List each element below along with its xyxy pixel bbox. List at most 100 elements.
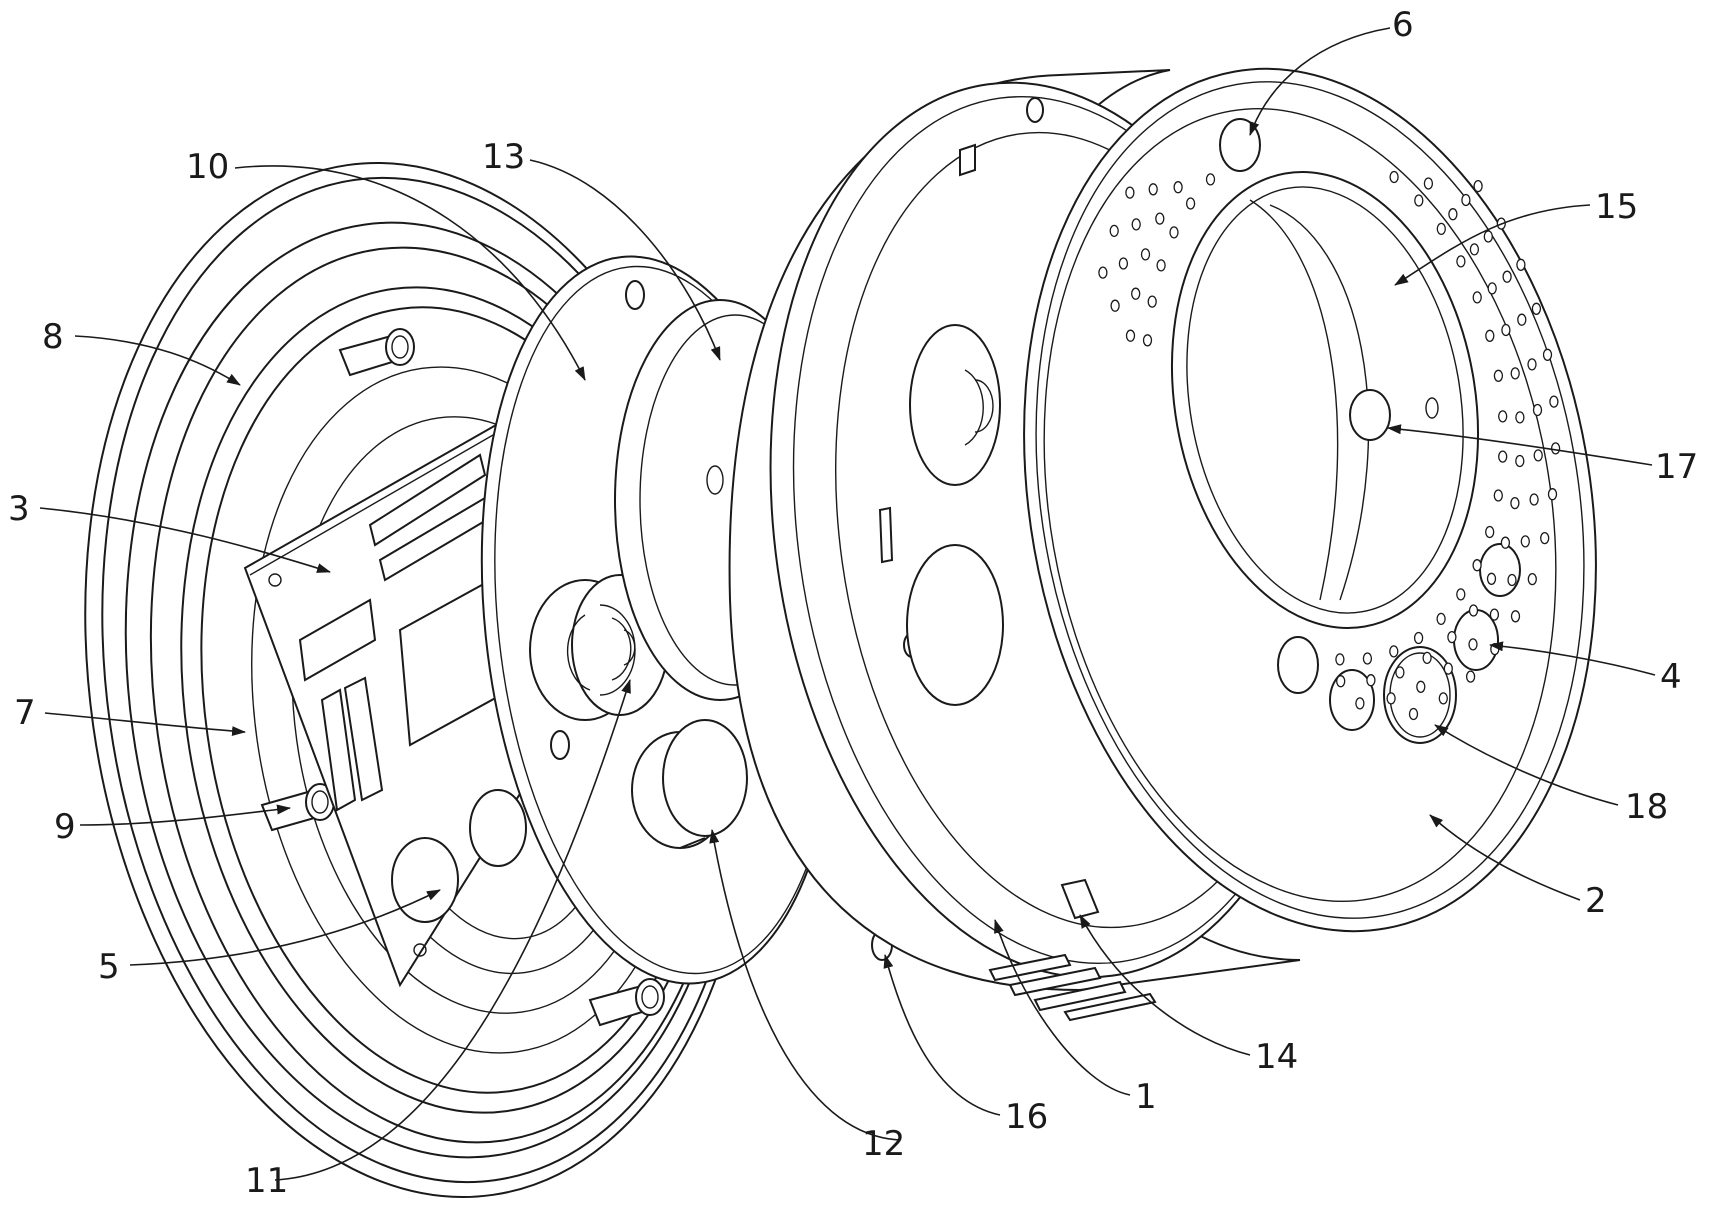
label-13: 13 bbox=[482, 137, 525, 177]
vent-dot bbox=[1131, 218, 1141, 231]
vent-dot bbox=[1469, 243, 1480, 256]
label-3: 3 bbox=[8, 489, 30, 529]
vent-dot bbox=[1529, 493, 1539, 506]
vent-dot bbox=[1416, 680, 1426, 693]
vent-dot bbox=[1336, 675, 1346, 688]
mounting-post-bottom bbox=[588, 978, 665, 1027]
vent-dot bbox=[1109, 224, 1119, 238]
vent-dot bbox=[1527, 358, 1537, 371]
mounting-post-left bbox=[260, 783, 335, 832]
vent-dot bbox=[1550, 442, 1561, 455]
vent-dot bbox=[1335, 653, 1345, 666]
vent-dot bbox=[1448, 208, 1458, 221]
vent-dot bbox=[1140, 248, 1151, 261]
vent-dot bbox=[1510, 367, 1520, 380]
vent-dot bbox=[1516, 258, 1526, 271]
vent-dot bbox=[1517, 313, 1527, 326]
vent-dot bbox=[1414, 194, 1424, 207]
vent-dot bbox=[1531, 302, 1542, 315]
label-2: 2 bbox=[1585, 881, 1607, 921]
vent-dot bbox=[1533, 449, 1543, 462]
vent-dot bbox=[1169, 226, 1179, 239]
vent-dot bbox=[1540, 531, 1550, 545]
vent-dot bbox=[1413, 631, 1424, 645]
vent-dot bbox=[1366, 674, 1376, 687]
vent-dot bbox=[1461, 193, 1471, 207]
vent-dot bbox=[1485, 329, 1495, 342]
mounting-post-top bbox=[338, 328, 415, 377]
vent-dot bbox=[1547, 488, 1558, 501]
vent-dot bbox=[1456, 588, 1466, 601]
vent-dot bbox=[1468, 638, 1478, 651]
label-6: 6 bbox=[1392, 5, 1414, 45]
vent-dot bbox=[1456, 255, 1466, 268]
vent-dot bbox=[1510, 496, 1520, 510]
vent-dot bbox=[1355, 697, 1365, 710]
vent-dot bbox=[1185, 197, 1196, 210]
vent-dot bbox=[1501, 323, 1511, 337]
vent-dot bbox=[1110, 299, 1120, 312]
vent-dot-pattern bbox=[1098, 170, 1561, 721]
vent-dot bbox=[1422, 651, 1432, 665]
vent-dot bbox=[1498, 410, 1508, 423]
vent-dot bbox=[1493, 489, 1503, 502]
vent-dot bbox=[1493, 369, 1504, 382]
vent-dot bbox=[1468, 604, 1479, 617]
vent-dot bbox=[1465, 670, 1476, 683]
vent-dot bbox=[1502, 270, 1512, 283]
vent-dot bbox=[1147, 295, 1157, 308]
vent-dot bbox=[1362, 652, 1373, 665]
label-17: 17 bbox=[1655, 447, 1698, 487]
vent-dot bbox=[1155, 212, 1165, 225]
label-11: 11 bbox=[245, 1161, 288, 1201]
vent-dot bbox=[1486, 572, 1497, 585]
vent-dot bbox=[1532, 403, 1543, 417]
label-15: 15 bbox=[1595, 187, 1638, 227]
vent-dot bbox=[1386, 692, 1396, 705]
vent-dot bbox=[1472, 559, 1482, 572]
vent-dot bbox=[1098, 266, 1108, 279]
label-5: 5 bbox=[98, 947, 120, 987]
vent-dot bbox=[1542, 348, 1553, 361]
label-10: 10 bbox=[186, 147, 229, 187]
vent-dot bbox=[1527, 572, 1537, 586]
vent-dot bbox=[1520, 535, 1530, 548]
vent-dot bbox=[1483, 230, 1493, 243]
vent-dot bbox=[1447, 630, 1457, 644]
vent-dot bbox=[1423, 177, 1434, 190]
label-7: 7 bbox=[14, 693, 36, 733]
vent-dot bbox=[1408, 707, 1419, 721]
vent-dot bbox=[1473, 179, 1483, 193]
label-9: 9 bbox=[54, 807, 76, 847]
vent-dot bbox=[1148, 183, 1158, 196]
label-4: 4 bbox=[1660, 657, 1682, 697]
vent-dot bbox=[1485, 525, 1495, 539]
vent-dot bbox=[1443, 662, 1453, 675]
vent-dot bbox=[1438, 692, 1448, 705]
vent-dot bbox=[1489, 608, 1500, 621]
label-12: 12 bbox=[862, 1124, 905, 1164]
vent-dot bbox=[1500, 536, 1511, 549]
vent-dot bbox=[1156, 259, 1166, 272]
vent-dot bbox=[1487, 282, 1497, 295]
vent-dot bbox=[1131, 287, 1141, 300]
vent-dot bbox=[1118, 257, 1129, 270]
vent-dot bbox=[1125, 186, 1135, 199]
vent-dot bbox=[1510, 610, 1521, 623]
vent-dot bbox=[1389, 645, 1399, 658]
vent-dot bbox=[1142, 334, 1153, 347]
label-1: 1 bbox=[1135, 1077, 1157, 1117]
vent-dot bbox=[1436, 612, 1446, 626]
vent-dot bbox=[1507, 573, 1517, 587]
vent-dot bbox=[1549, 395, 1559, 408]
vent-dot bbox=[1205, 173, 1216, 186]
vent-dot bbox=[1395, 666, 1405, 679]
label-8: 8 bbox=[42, 317, 64, 357]
vent-dot bbox=[1498, 450, 1508, 463]
vent-dot bbox=[1472, 291, 1482, 304]
vent-dot bbox=[1515, 411, 1525, 424]
vent-dot bbox=[1436, 222, 1446, 236]
label-14: 14 bbox=[1255, 1037, 1298, 1077]
label-18: 18 bbox=[1625, 787, 1668, 827]
